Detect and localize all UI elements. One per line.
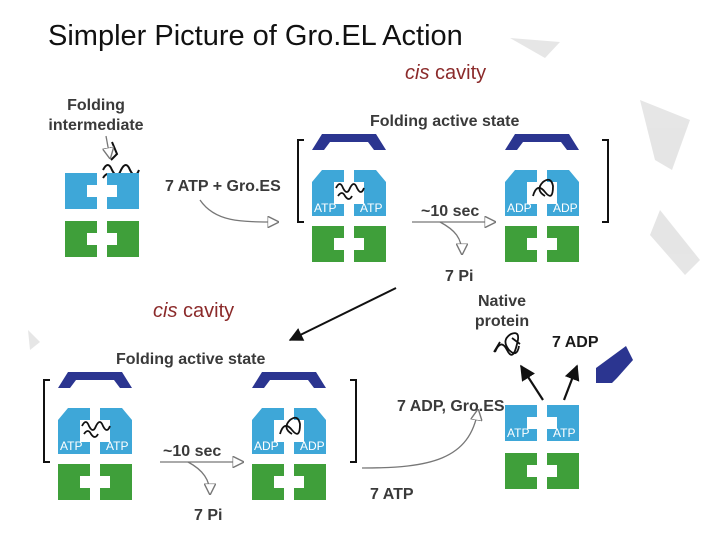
- groel-apo: [65, 173, 139, 257]
- trans-ring-left: [252, 464, 284, 500]
- cis-ring-right: [547, 170, 579, 216]
- substrate-protein: [532, 178, 554, 197]
- cis-ring-left: [65, 173, 97, 209]
- cis-ring-right: [107, 173, 139, 209]
- atp-in-label: 7 ATP: [370, 486, 414, 503]
- nucleotide-label-left: ATP: [60, 439, 82, 453]
- transition-arrow: [288, 287, 397, 341]
- trans-ring-left: [505, 453, 537, 489]
- groel-atp-state-bottom: ATP ATP: [58, 372, 132, 500]
- nucleotide-label-right: ADP: [300, 439, 325, 453]
- nucleotide-label-left: ADP: [254, 439, 279, 453]
- trans-ring-right: [107, 221, 139, 257]
- trans-ring-right: [354, 226, 386, 262]
- cis-ring-left: [312, 170, 344, 216]
- cis-ring-left: [252, 408, 284, 454]
- pi-release-arrow-bottom: [187, 461, 210, 494]
- pi-top-label: 7 Pi: [445, 268, 474, 285]
- background-watermark: [28, 38, 700, 350]
- native-protein-coil: [493, 332, 521, 356]
- cis-ring-right: [354, 170, 386, 216]
- substrate-protein: [279, 416, 301, 435]
- cis-rest-top: cavity: [429, 62, 487, 84]
- cis-ring-right: [100, 408, 132, 454]
- trans-ring-right: [547, 453, 579, 489]
- groel-adp-state: ADP ADP: [505, 134, 579, 262]
- trans-ring-left: [312, 226, 344, 262]
- adp-out-label: 7 ADP: [552, 334, 599, 351]
- bracket-left-top: [297, 139, 304, 223]
- nucleotide-label-left: ATP: [507, 426, 529, 440]
- trans-ring-right: [100, 464, 132, 500]
- folding-intermediate-label: Folding intermediate: [48, 97, 144, 134]
- groel-atp-trans: ATP ATP: [505, 405, 579, 489]
- atp-groes-label: 7 ATP + Gro.ES: [165, 178, 281, 195]
- cis-ring-right: [294, 408, 326, 454]
- cis-cavity-label-top: cis cavity: [405, 62, 486, 85]
- groes-lid: [252, 372, 326, 388]
- native-release-arrow: [520, 364, 544, 401]
- nucleotide-label-right: ADP: [553, 201, 578, 215]
- trans-ring-left: [65, 221, 97, 257]
- cis-italic-top: cis: [405, 62, 430, 84]
- bracket-right-top: [602, 139, 609, 223]
- trans-ring-right: [294, 464, 326, 500]
- folding-active-state-top-label: Folding active state: [370, 113, 520, 130]
- cis-ring-left: [505, 170, 537, 216]
- nucleotide-label-left: ADP: [507, 201, 532, 215]
- cis-ring-left: [505, 405, 537, 441]
- bracket-right-bottom: [350, 379, 357, 463]
- pi-release-arrow-top: [439, 221, 462, 254]
- nucleotide-label-left: ATP: [314, 201, 336, 215]
- sec-bottom-label: ~10 sec: [163, 443, 222, 460]
- cis-ring-left: [58, 408, 90, 454]
- cis-rest-mid: cavity: [177, 300, 235, 322]
- substrate-protein: [81, 421, 111, 438]
- native-protein-label: Native protein: [474, 293, 530, 330]
- sec-top-label: ~10 sec: [421, 203, 480, 220]
- page-title: Simpler Picture of Gro.EL Action: [48, 20, 463, 52]
- pi-bottom-label: 7 Pi: [194, 507, 223, 524]
- folding-intermediate-arrow: [106, 135, 110, 158]
- substrate-protein: [335, 183, 365, 200]
- nucleotide-label-right: ATP: [360, 201, 382, 215]
- cis-cavity-label-mid: cis cavity: [153, 300, 234, 323]
- trans-ring-left: [505, 226, 537, 262]
- atp-groes-arrow: [199, 199, 278, 222]
- exchange-arrow: [361, 410, 478, 469]
- nucleotide-label-right: ATP: [106, 439, 128, 453]
- groel-adp-state-bottom: ADP ADP: [252, 372, 326, 500]
- released-groes: [596, 346, 633, 383]
- groes-lid: [58, 372, 132, 388]
- adp-groes-label: 7 ADP, Gro.ES: [397, 398, 505, 415]
- bracket-left-bottom: [43, 379, 50, 463]
- groes-lid: [505, 134, 579, 150]
- nucleotide-label-right: ATP: [553, 426, 575, 440]
- trans-ring-right: [547, 226, 579, 262]
- trans-ring-left: [58, 464, 90, 500]
- cis-ring-right: [547, 405, 579, 441]
- cis-italic-mid: cis: [153, 300, 178, 322]
- folding-active-state-bottom-label: Folding active state: [116, 351, 266, 368]
- groes-lid: [312, 134, 386, 150]
- adp-release-arrow: [562, 364, 580, 401]
- groel-atp-state: ATP ATP: [312, 134, 386, 262]
